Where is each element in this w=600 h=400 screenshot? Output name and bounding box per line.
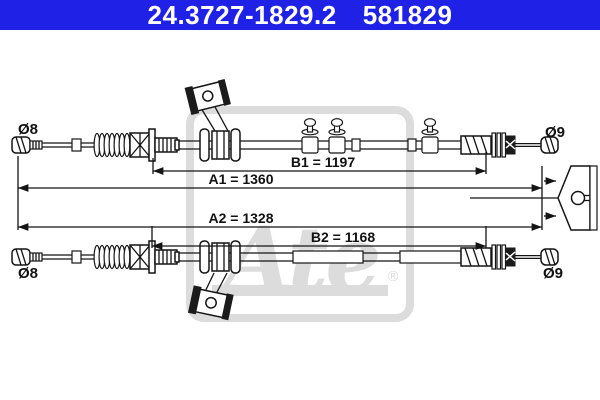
dim-label-b2: B2 = 1168 — [311, 229, 375, 245]
diameter-label-top-left: Ø8 — [18, 121, 38, 138]
mounting-bracket — [470, 165, 598, 231]
watermark-underline — [212, 285, 388, 296]
registered-trademark-icon: ® — [386, 269, 400, 285]
part-number-header: 24.3727-1829.2 581829 — [0, 0, 600, 30]
dim-label-a2: A2 = 1328 — [209, 210, 274, 226]
dim-label-b1: B1 = 1197 — [291, 154, 355, 170]
top-cable-drawing — [11, 78, 559, 162]
diameter-label-bottom-left: Ø8 — [18, 265, 38, 282]
dim-label-a1: A1 = 1360 — [209, 171, 274, 187]
diameter-label-bottom-right: Ø9 — [543, 265, 563, 282]
diameter-label-top-right: Ø9 — [545, 124, 565, 141]
bottom-cable-drawing — [11, 240, 559, 321]
upper-clamp — [184, 78, 231, 116]
dimension-lines — [17, 152, 556, 250]
watermark-box — [186, 106, 414, 322]
reference-number: 581829 — [362, 0, 453, 30]
part-number: 24.3727-1829.2 — [147, 0, 337, 30]
lower-clamp — [187, 285, 234, 321]
